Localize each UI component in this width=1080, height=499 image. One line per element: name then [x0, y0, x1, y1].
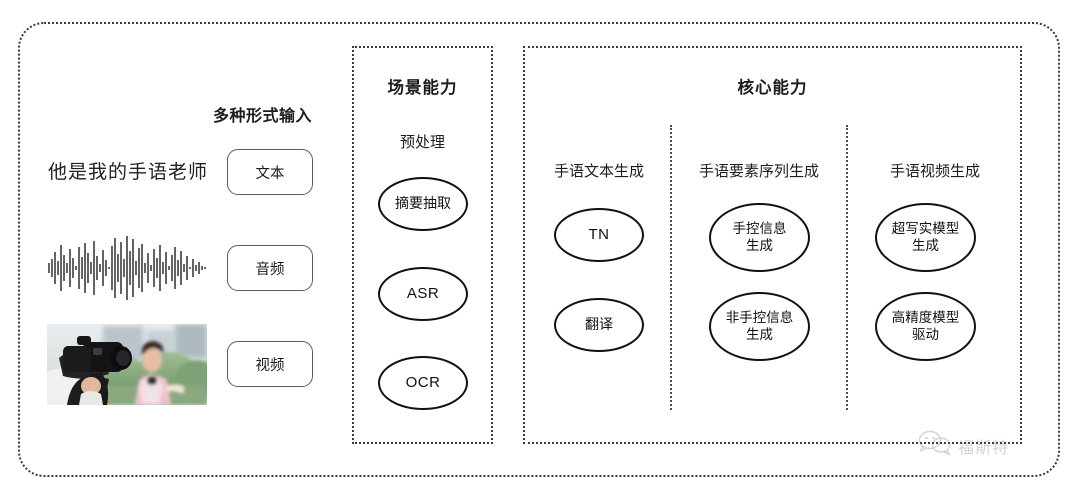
- input-modality-text-label: 文本: [255, 165, 285, 182]
- text-sample-content: 他是我的手语老师: [48, 162, 209, 183]
- scene-node-ocr-label: OCR: [405, 373, 441, 391]
- core-node-non-manual-signal-generation-line2: 生成: [746, 326, 773, 342]
- core-node-high-precision-model-driving-line2: 驱动: [912, 326, 939, 342]
- core-node-translation[interactable]: 翻译: [554, 298, 644, 352]
- core-node-tn-label: TN: [588, 225, 610, 243]
- core-group-label-sign-video-generation: 手语视频生成: [889, 163, 980, 180]
- scene-group-label-preprocess: 预处理: [399, 134, 445, 151]
- core-node-tn[interactable]: TN: [554, 208, 644, 262]
- core-node-non-manual-signal-generation[interactable]: 非手控信息 生成: [709, 292, 810, 361]
- scene-node-summary-extraction[interactable]: 摘要抽取: [378, 177, 468, 231]
- input-modality-video-label: 视频: [255, 357, 285, 374]
- core-node-hyperrealistic-model-generation-line1: 超写实模型: [891, 221, 960, 237]
- input-modality-audio-label: 音频: [255, 261, 285, 278]
- watermark-text: 福斯特: [958, 439, 1010, 457]
- scene-node-summary-extraction-label: 摘要抽取: [395, 195, 451, 212]
- input-modality-text[interactable]: 文本: [227, 149, 313, 195]
- outer-frame: [18, 22, 1060, 477]
- audio-waveform-icon: [44, 233, 208, 303]
- input-section-heading: 多种形式输入: [213, 108, 313, 125]
- core-node-high-precision-model-driving-line1: 高精度模型: [891, 310, 960, 326]
- core-node-translation-label: 翻译: [585, 316, 613, 333]
- scene-capability-panel: 场景能力: [352, 46, 493, 444]
- core-node-hyperrealistic-model-generation-line2: 生成: [912, 237, 939, 253]
- core-capability-title: 核心能力: [737, 79, 808, 97]
- core-node-high-precision-model-driving[interactable]: 高精度模型 驱动: [875, 292, 976, 361]
- wechat-logo-icon: [918, 430, 952, 461]
- core-node-manual-signal-generation-line2: 生成: [746, 237, 773, 253]
- core-node-manual-signal-generation[interactable]: 手控信息 生成: [709, 203, 810, 272]
- scene-node-asr[interactable]: ASR: [378, 267, 468, 321]
- core-column-divider-1: [670, 125, 672, 410]
- core-capability-panel: 核心能力: [523, 46, 1022, 444]
- video-thumbnail: [47, 324, 207, 405]
- scene-node-asr-label: ASR: [406, 284, 440, 302]
- core-column-divider-2: [846, 125, 848, 410]
- scene-capability-title: 场景能力: [387, 79, 458, 97]
- core-group-label-sign-text-generation: 手语文本生成: [553, 163, 644, 180]
- core-node-hyperrealistic-model-generation[interactable]: 超写实模型 生成: [875, 203, 976, 272]
- scene-node-ocr[interactable]: OCR: [378, 356, 468, 410]
- core-node-manual-signal-generation-line1: 手控信息: [732, 221, 787, 237]
- core-node-non-manual-signal-generation-line1: 非手控信息: [725, 310, 794, 326]
- core-group-label-sign-element-sequence-generation: 手语要素序列生成: [698, 163, 819, 180]
- watermark: 福斯特: [918, 430, 1009, 461]
- input-modality-audio[interactable]: 音频: [227, 245, 313, 291]
- input-modality-video[interactable]: 视频: [227, 341, 313, 387]
